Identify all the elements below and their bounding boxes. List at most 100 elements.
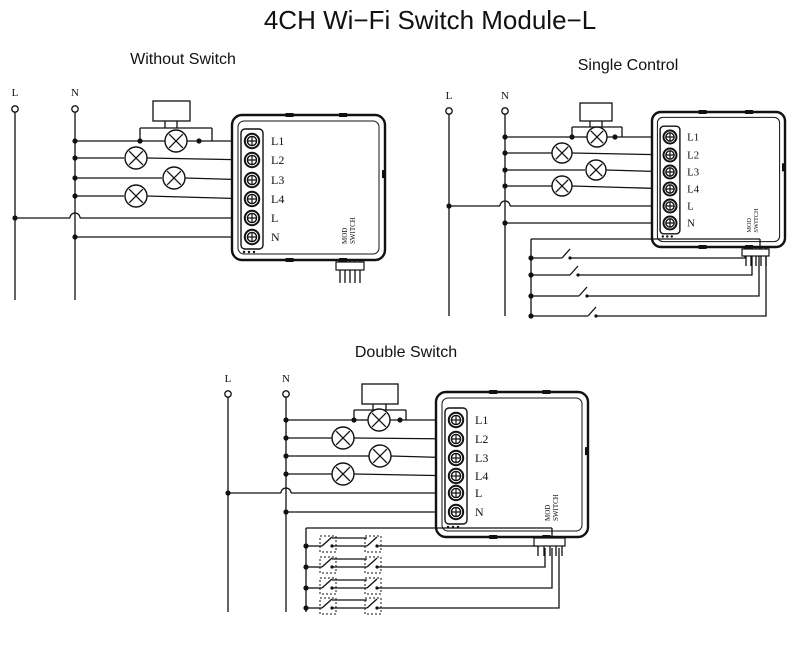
switch-frame [319, 535, 337, 553]
module-side-label-line: MOD [746, 217, 753, 232]
module-inner-outline [441, 397, 583, 532]
screw-slot [248, 233, 256, 241]
lamp-cross [168, 133, 184, 149]
wire [570, 248, 746, 259]
junction-dot [72, 193, 78, 199]
switch-frame [364, 535, 382, 553]
line-label: L [225, 373, 232, 385]
module-tab [489, 390, 498, 394]
switch-contact [561, 248, 571, 259]
connector [533, 537, 566, 547]
terminal-ring [445, 107, 453, 115]
switch-contact [321, 578, 333, 589]
screw-slot [666, 185, 674, 193]
screw-slot [248, 195, 256, 203]
diagram-title: Double Switch [355, 344, 457, 361]
switch-contact [366, 578, 378, 589]
wire-crossover [69, 212, 81, 219]
lamp-cross [335, 466, 351, 482]
module-tab [585, 447, 589, 456]
lamp-cross [128, 150, 144, 166]
junction-dot [612, 134, 618, 140]
screw-slot [248, 176, 256, 184]
junction-dot [283, 453, 289, 459]
module-tab [382, 170, 386, 179]
junction-dot [137, 138, 143, 144]
junction-dot [397, 417, 403, 423]
junction-dot [502, 183, 508, 189]
terminal-label-l1: L1 [271, 134, 284, 148]
terminal-ring [11, 105, 19, 113]
switch-contact [587, 306, 597, 317]
terminal-label-l2: L2 [687, 150, 699, 162]
module-body [650, 110, 787, 249]
junction-dot [502, 167, 508, 173]
switch-contact [578, 286, 588, 297]
status-dot [247, 250, 251, 254]
junction-dot [72, 155, 78, 161]
terminal-ring [224, 390, 232, 398]
neutral-label: N [501, 90, 509, 102]
terminal-label-n: N [271, 230, 280, 244]
neutral-label: N [71, 87, 79, 99]
module-inner-outline [237, 120, 380, 255]
module-tab [542, 390, 551, 394]
terminal-label-l3: L3 [687, 167, 699, 179]
module-tab [489, 535, 498, 539]
module-tab [542, 535, 551, 539]
wire [377, 545, 539, 548]
screw-slot [452, 435, 460, 443]
line-label: L [12, 87, 19, 99]
connector [335, 261, 365, 271]
module-inner-outline [656, 116, 781, 243]
junction-dot [72, 175, 78, 181]
lamp-cross [590, 130, 604, 144]
neutral-label: N [282, 373, 290, 385]
switch-contact [321, 557, 333, 568]
module-side-label-line: MOD [544, 505, 552, 521]
screw-slot [666, 219, 674, 227]
status-dot [666, 235, 669, 238]
module-body [230, 113, 387, 262]
screw-slot [452, 472, 460, 480]
terminal-label-l2: L2 [271, 153, 284, 167]
switch-contact [366, 557, 378, 568]
screw-slot [666, 168, 674, 176]
terminal-ring [501, 107, 509, 115]
screw-slot [248, 156, 256, 164]
terminal-ring [282, 390, 290, 398]
status-dot [670, 235, 673, 238]
wire-crossover [499, 200, 511, 207]
fixture-box [361, 383, 399, 405]
screw-slot [452, 489, 460, 497]
screw-slot [452, 416, 460, 424]
module-tab [339, 258, 348, 262]
terminal-label-l: L [687, 201, 694, 213]
wire [587, 248, 760, 297]
junction-dot [351, 417, 357, 423]
screw-slot [452, 454, 460, 462]
lamp-cross [166, 170, 182, 186]
switch-contact [366, 598, 378, 609]
lamp-cross [371, 412, 387, 428]
status-dot [252, 250, 256, 254]
switch-contact [321, 598, 333, 609]
switch-frame [364, 556, 382, 574]
terminal-label-l4: L4 [475, 469, 488, 483]
wire-crossover [280, 487, 292, 494]
status-dot [661, 235, 664, 238]
module-side-label-line: SWITCH [349, 217, 357, 244]
lamp-cross [335, 430, 351, 446]
junction-dot [502, 134, 508, 140]
switch-frame [319, 597, 337, 615]
switch-contact [321, 536, 333, 547]
diagram-title: Single Control [578, 57, 679, 74]
module-tab [698, 245, 707, 249]
switch-contact [366, 536, 378, 547]
terminal-label-l4: L4 [687, 184, 700, 196]
switch-frame [319, 556, 337, 574]
